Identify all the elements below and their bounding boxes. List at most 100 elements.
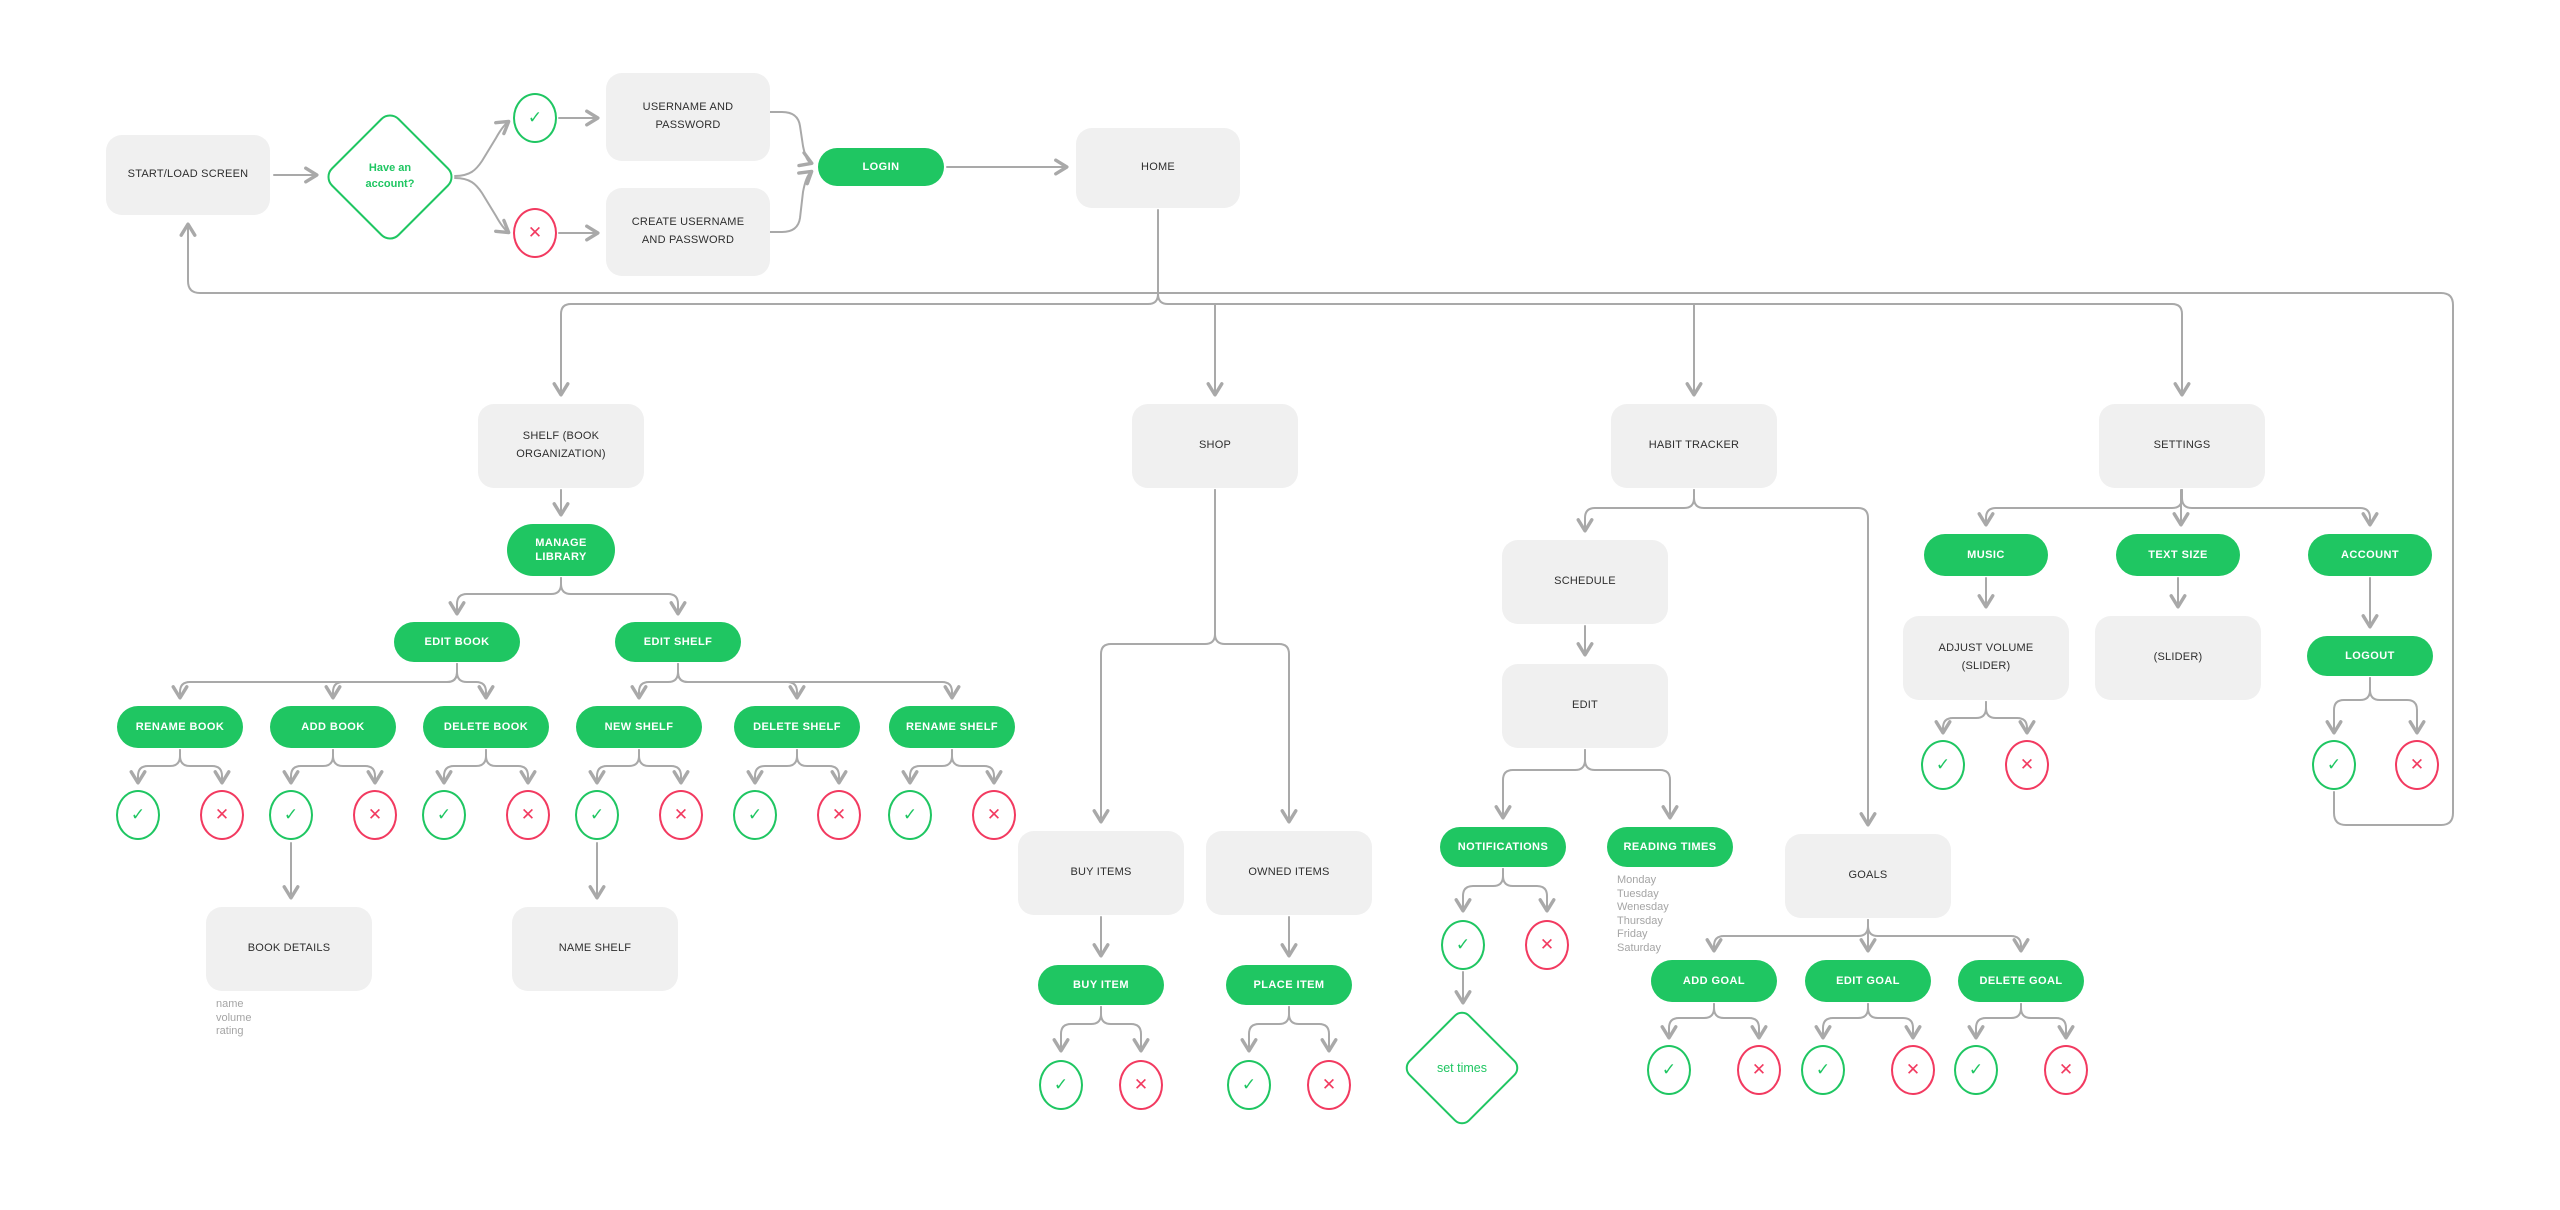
node-username-password[interactable]: USERNAME AND PASSWORD xyxy=(606,73,770,161)
check-icon: ✓ xyxy=(589,805,605,824)
cross-icon: ✕ xyxy=(367,805,383,824)
decline-node[interactable]: ✕ xyxy=(1307,1060,1351,1110)
confirm-node[interactable]: ✓ xyxy=(1954,1045,1998,1095)
decline-node[interactable]: ✕ xyxy=(2044,1045,2088,1095)
node-edit-goal[interactable]: EDIT GOAL xyxy=(1805,960,1931,1002)
confirm-node[interactable]: ✓ xyxy=(1039,1060,1083,1110)
confirm-node[interactable]: ✓ xyxy=(1801,1045,1845,1095)
edge-habit-goals xyxy=(1693,489,1877,827)
node-login[interactable]: LOGIN xyxy=(818,148,944,186)
node-owned-items[interactable]: OWNED ITEMS xyxy=(1206,831,1372,915)
set-times-label: set times xyxy=(1436,1061,1487,1075)
node-book-details[interactable]: BOOK DETAILS xyxy=(206,907,372,991)
node-edit[interactable]: EDIT xyxy=(1502,664,1668,748)
decision-label: Have an account? xyxy=(365,162,415,190)
confirm-node[interactable]: ✓ xyxy=(422,790,466,840)
edge-settings-music xyxy=(1977,489,2183,527)
decline-node[interactable]: ✕ xyxy=(513,208,557,258)
node-rename-shelf[interactable]: RENAME SHELF xyxy=(889,706,1015,748)
field-rating: rating xyxy=(216,1025,244,1037)
node-adjust-volume-slider[interactable]: ADJUST VOLUME (SLIDER) xyxy=(1903,616,2069,700)
edge-home-shelf xyxy=(552,209,1159,397)
decline-node[interactable]: ✕ xyxy=(353,790,397,840)
node-manage-library[interactable]: MANAGE LIBRARY xyxy=(507,524,615,576)
field-name: name xyxy=(216,998,244,1010)
confirm-node[interactable]: ✓ xyxy=(116,790,160,840)
node-add-book[interactable]: ADD BOOK xyxy=(270,706,396,748)
node-new-shelf[interactable]: NEW SHELF xyxy=(576,706,702,748)
node-habit-tracker[interactable]: HABIT TRACKER xyxy=(1611,404,1777,488)
node-shop[interactable]: SHOP xyxy=(1132,404,1298,488)
decline-node[interactable]: ✕ xyxy=(659,790,703,840)
confirm-node[interactable]: ✓ xyxy=(1441,920,1485,970)
confirm-node[interactable]: ✓ xyxy=(733,790,777,840)
node-add-goal[interactable]: ADD GOAL xyxy=(1651,960,1777,1002)
cross-icon: ✕ xyxy=(520,805,536,824)
node-set-times[interactable]: set times xyxy=(1400,1006,1524,1130)
edge-goals-deletegoal xyxy=(1867,919,2030,953)
confirm-node[interactable]: ✓ xyxy=(1921,740,1965,790)
confirm-node[interactable]: ✓ xyxy=(2312,740,2356,790)
decline-node[interactable]: ✕ xyxy=(1737,1045,1781,1095)
diamond-shape xyxy=(1405,1011,1519,1125)
node-logout[interactable]: LOGOUT xyxy=(2307,636,2433,676)
node-notifications[interactable]: NOTIFICATIONS xyxy=(1440,827,1566,867)
confirm-node[interactable]: ✓ xyxy=(575,790,619,840)
node-buy-item[interactable]: BUY ITEM xyxy=(1038,965,1164,1005)
decline-node[interactable]: ✕ xyxy=(506,790,550,840)
decline-node[interactable]: ✕ xyxy=(200,790,244,840)
confirm-node[interactable]: ✓ xyxy=(1227,1060,1271,1110)
cross-icon: ✕ xyxy=(2058,1060,2074,1079)
day-item: Monday xyxy=(1617,874,1657,886)
confirm-node[interactable]: ✓ xyxy=(513,93,557,143)
node-rename-book[interactable]: RENAME BOOK xyxy=(117,706,243,748)
decline-node[interactable]: ✕ xyxy=(2005,740,2049,790)
node-shelf[interactable]: SHELF (BOOK ORGANIZATION) xyxy=(478,404,644,488)
check-icon: ✓ xyxy=(527,108,543,127)
node-delete-shelf[interactable]: DELETE SHELF xyxy=(734,706,860,748)
decline-node[interactable]: ✕ xyxy=(1891,1045,1935,1095)
node-text-size-slider[interactable]: (SLIDER) xyxy=(2095,616,2261,700)
node-music[interactable]: MUSIC xyxy=(1924,534,2048,576)
decline-node[interactable]: ✕ xyxy=(972,790,1016,840)
node-delete-goal[interactable]: DELETE GOAL xyxy=(1958,960,2084,1002)
node-name-shelf[interactable]: NAME SHELF xyxy=(512,907,678,991)
node-settings[interactable]: SETTINGS xyxy=(2099,404,2265,488)
book-details-fields: name volume rating xyxy=(216,998,251,1039)
node-buy-items[interactable]: BUY ITEMS xyxy=(1018,831,1184,915)
node-place-item[interactable]: PLACE ITEM xyxy=(1226,965,1352,1005)
edge-manage-editbook xyxy=(448,577,562,616)
check-icon: ✓ xyxy=(130,805,146,824)
confirm-node[interactable]: ✓ xyxy=(888,790,932,840)
decline-node[interactable]: ✕ xyxy=(1525,920,1569,970)
edge-create-login xyxy=(769,169,814,233)
cross-icon: ✕ xyxy=(986,805,1002,824)
node-text-size[interactable]: TEXT SIZE xyxy=(2116,534,2240,576)
node-delete-book[interactable]: DELETE BOOK xyxy=(423,706,549,748)
confirm-node[interactable]: ✓ xyxy=(269,790,313,840)
node-edit-shelf[interactable]: EDIT SHELF xyxy=(615,622,741,662)
edge-editbook-rename xyxy=(171,663,458,700)
edge-shop-owneditems xyxy=(1214,489,1298,824)
node-home[interactable]: HOME xyxy=(1076,128,1240,208)
decline-node[interactable]: ✕ xyxy=(2395,740,2439,790)
node-create-username-password[interactable]: CREATE USERNAME AND PASSWORD xyxy=(606,188,770,276)
cross-icon: ✕ xyxy=(2019,755,2035,774)
check-icon: ✓ xyxy=(1455,935,1471,954)
node-schedule[interactable]: SCHEDULE xyxy=(1502,540,1668,624)
edge-edit-readingtimes xyxy=(1584,749,1679,820)
node-reading-times[interactable]: READING TIMES xyxy=(1607,827,1733,867)
decline-node[interactable]: ✕ xyxy=(1119,1060,1163,1110)
check-icon: ✓ xyxy=(1815,1060,1831,1079)
edge-editshelf-renameshelf xyxy=(677,663,961,700)
confirm-node[interactable]: ✓ xyxy=(1647,1045,1691,1095)
node-account[interactable]: ACCOUNT xyxy=(2308,534,2432,576)
node-have-account-decision[interactable]: Have an account? xyxy=(320,107,460,247)
node-edit-book[interactable]: EDIT BOOK xyxy=(394,622,520,662)
node-goals[interactable]: GOALS xyxy=(1785,834,1951,918)
node-start-load-screen[interactable]: START/LOAD SCREEN xyxy=(106,135,270,215)
edge-habit-schedule xyxy=(1576,489,1695,533)
decline-node[interactable]: ✕ xyxy=(817,790,861,840)
cross-icon: ✕ xyxy=(1905,1060,1921,1079)
